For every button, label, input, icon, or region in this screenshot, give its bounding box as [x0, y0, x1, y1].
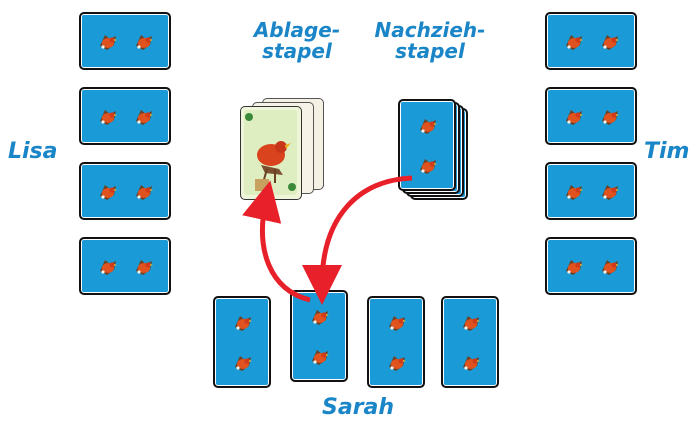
chicken-icon: [97, 31, 117, 51]
chicken-icon: [417, 115, 437, 135]
chicken-icon: [133, 181, 153, 201]
card-back[interactable]: [79, 87, 171, 145]
discard-pile-label-line1: Ablage-: [253, 18, 341, 42]
draw-pile-label-line2: stapel: [395, 39, 465, 63]
card-back[interactable]: [213, 296, 271, 388]
chicken-icon: [563, 256, 583, 276]
play-to-discard-arrow: [242, 180, 311, 303]
chicken-icon: [97, 181, 117, 201]
chicken-icon: [563, 106, 583, 126]
discard-pile-label-line2: stapel: [262, 39, 332, 63]
chicken-icon: [133, 256, 153, 276]
card-back[interactable]: [79, 162, 171, 220]
chicken-icon: [309, 346, 329, 366]
chicken-icon: [309, 306, 329, 326]
card-back[interactable]: [79, 237, 171, 295]
chicken-icon: [386, 352, 406, 372]
chicken-icon: [460, 312, 480, 332]
discard-pile-label: Ablage- stapel: [242, 20, 352, 62]
chicken-icon: [133, 31, 153, 51]
card-back[interactable]: [79, 12, 171, 70]
chicken-icon: [417, 155, 437, 175]
chicken-icon: [97, 256, 117, 276]
chicken-icon: [133, 106, 153, 126]
card-back[interactable]: [545, 12, 637, 70]
chicken-icon: [460, 352, 480, 372]
player-sarah-label: Sarah: [322, 395, 395, 420]
chicken-icon: [599, 31, 619, 51]
draw-pile-top-card[interactable]: [398, 99, 456, 191]
player-tim-label: Tim: [644, 139, 690, 164]
card-back[interactable]: [367, 296, 425, 388]
card-back-selected[interactable]: [290, 290, 348, 382]
card-back[interactable]: [545, 87, 637, 145]
card-back[interactable]: [441, 296, 499, 388]
chicken-icon: [232, 312, 252, 332]
draw-pile-label: Nachzieh- stapel: [360, 20, 500, 62]
card-back[interactable]: [545, 237, 637, 295]
player-lisa-label: Lisa: [8, 139, 58, 164]
chicken-icon: [232, 352, 252, 372]
chicken-icon: [97, 106, 117, 126]
chicken-icon: [599, 181, 619, 201]
chicken-icon: [386, 312, 406, 332]
card-back[interactable]: [545, 162, 637, 220]
chicken-icon: [563, 181, 583, 201]
chicken-icon: [563, 31, 583, 51]
draw-from-pile-arrow: [302, 175, 413, 305]
draw-pile-label-line1: Nachzieh-: [374, 18, 486, 42]
chicken-illustration-icon: [244, 110, 297, 195]
chicken-icon: [599, 256, 619, 276]
discard-top-card[interactable]: [240, 106, 302, 200]
chicken-icon: [599, 106, 619, 126]
